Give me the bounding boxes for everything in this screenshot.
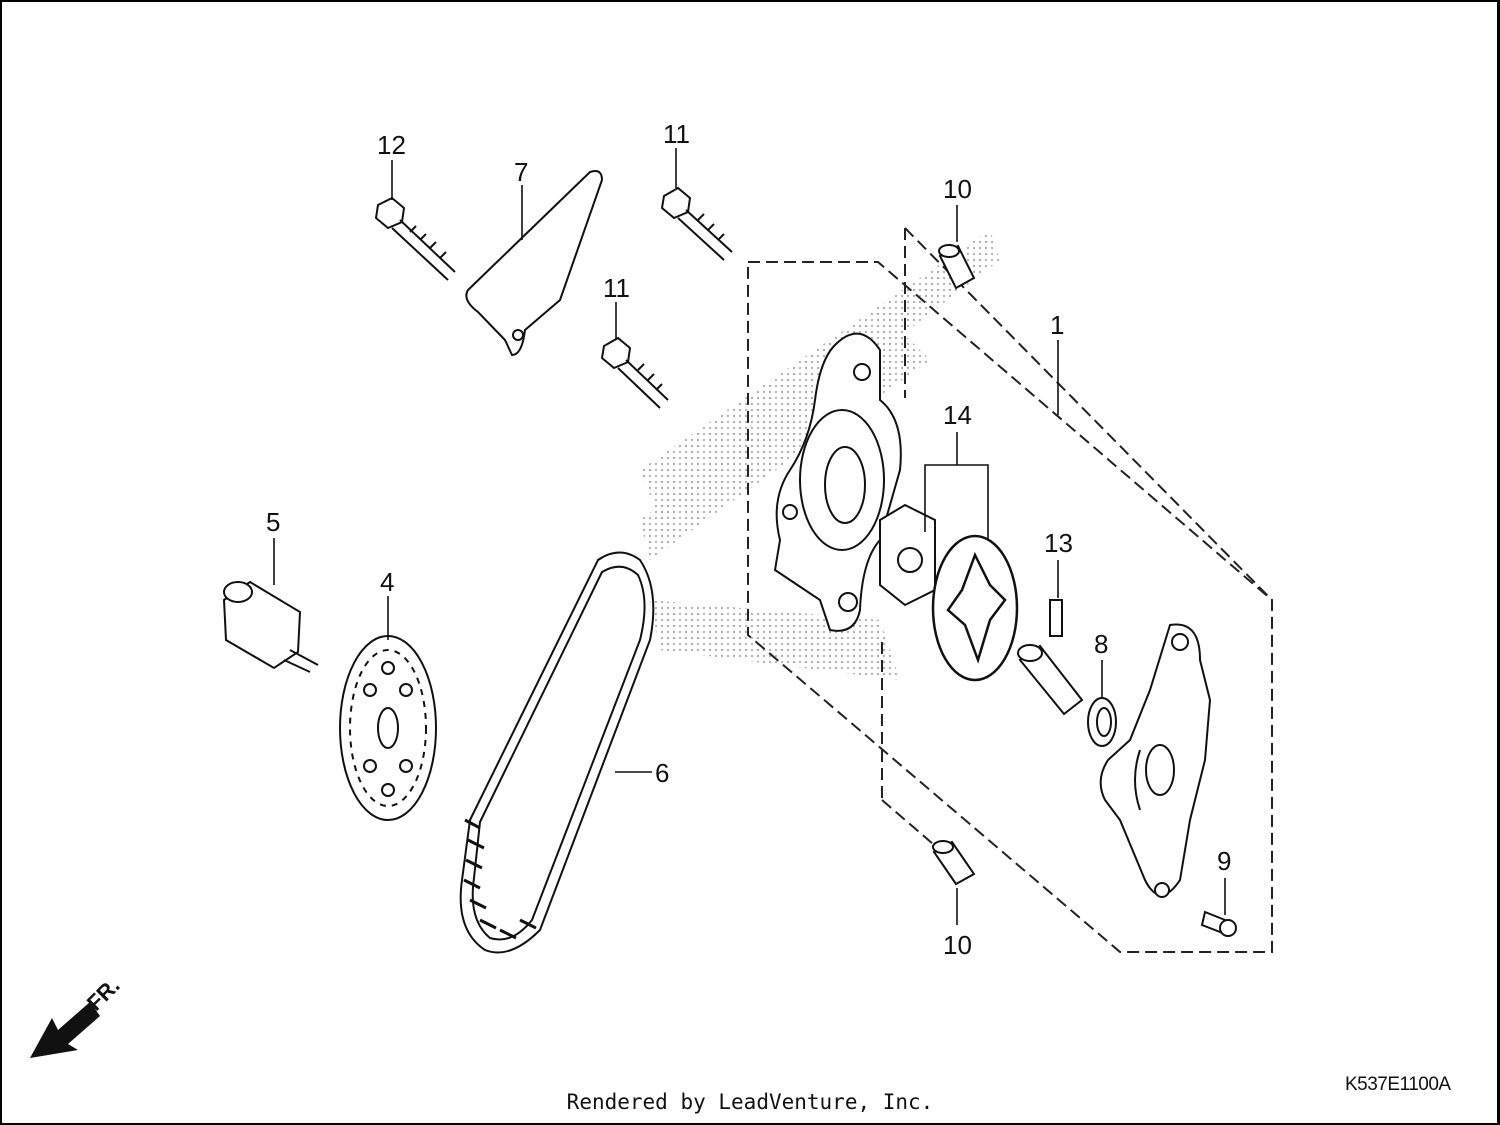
dowel-10-lower[interactable]: [932, 840, 976, 886]
chain-6[interactable]: [459, 551, 655, 954]
inner-rotor-14[interactable]: [879, 503, 936, 607]
pin-13[interactable]: [1049, 599, 1063, 637]
callout-10-lower: 10: [943, 930, 972, 960]
callout-9: 9: [1217, 846, 1231, 876]
callout-6: 6: [655, 758, 669, 788]
front-direction-arrow-icon: FR.: [30, 973, 125, 1058]
diagram-code: K537E1100A: [1345, 1074, 1451, 1095]
callout-11-lower: 11: [603, 273, 630, 303]
leader-lines: [273, 148, 1226, 925]
callout-10-upper: 10: [943, 174, 972, 204]
bolt-12[interactable]: [374, 196, 456, 281]
callout-11-upper: 11: [663, 119, 690, 149]
callouts: 12 7 11 11 10 1 14 13 8 9 10 5 4 6: [266, 119, 1231, 960]
sprocket-4[interactable]: [339, 635, 437, 821]
callout-13: 13: [1044, 528, 1073, 558]
bolt-11-lower[interactable]: [600, 336, 669, 409]
screw-9[interactable]: [1200, 910, 1237, 937]
bolt-11-upper[interactable]: [660, 186, 733, 261]
callout-8: 8: [1094, 629, 1108, 659]
rendered-by-footer: Rendered by LeadVenture, Inc.: [566, 1090, 934, 1114]
assembly-outline: [747, 227, 1273, 953]
part-5[interactable]: [222, 580, 319, 673]
callout-5: 5: [266, 507, 280, 537]
callout-7: 7: [514, 157, 528, 187]
callout-4: 4: [380, 567, 394, 597]
callout-12: 12: [377, 130, 406, 160]
outer-rotor-14[interactable]: [931, 534, 1019, 682]
plate-7[interactable]: [465, 170, 604, 357]
callout-14: 14: [943, 400, 972, 430]
oil-pump-body[interactable]: [773, 332, 902, 632]
pump-cover-plate[interactable]: [1099, 623, 1212, 898]
dowel-10-upper[interactable]: [938, 244, 976, 290]
washer-8[interactable]: [1087, 697, 1117, 747]
callout-1: 1: [1050, 310, 1064, 340]
pump-shaft[interactable]: [1017, 644, 1084, 716]
